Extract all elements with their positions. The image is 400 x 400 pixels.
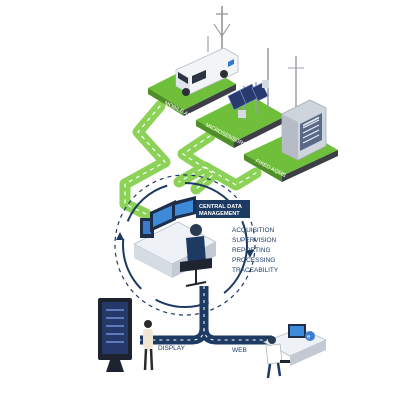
output-paths — [140, 286, 272, 345]
solar-panel-icon — [227, 48, 269, 120]
central-cycle-ring — [114, 174, 256, 316]
operator-desk-icon — [133, 196, 217, 287]
data-flow-paths — [119, 100, 262, 220]
function-item: PROCESSING — [232, 257, 275, 264]
van-icon — [175, 6, 239, 96]
function-item: ACQUISITION — [232, 227, 275, 234]
analyzer-cabinet-icon — [281, 56, 327, 161]
hub-label-line2: MANAGEMENT — [199, 211, 240, 217]
function-item: REPORTING — [232, 247, 271, 254]
hub-label-line1: CENTRAL DATA — [199, 204, 242, 210]
function-item: SUPERVISION — [232, 237, 277, 244]
function-item: TRACEABILITY — [232, 267, 279, 274]
user-icon — [143, 320, 154, 371]
web-label: WEB — [232, 347, 247, 354]
kiosk-display-icon — [98, 298, 132, 372]
display-label: DISPLAY — [158, 345, 186, 352]
web-user-icon: e — [263, 324, 327, 379]
hub-label-box: CENTRAL DATA MANAGEMENT — [196, 200, 250, 218]
web-globe-icon: e — [307, 335, 311, 341]
functions-list: ACQUISITION SUPERVISION REPORTING PROCES… — [232, 227, 279, 274]
